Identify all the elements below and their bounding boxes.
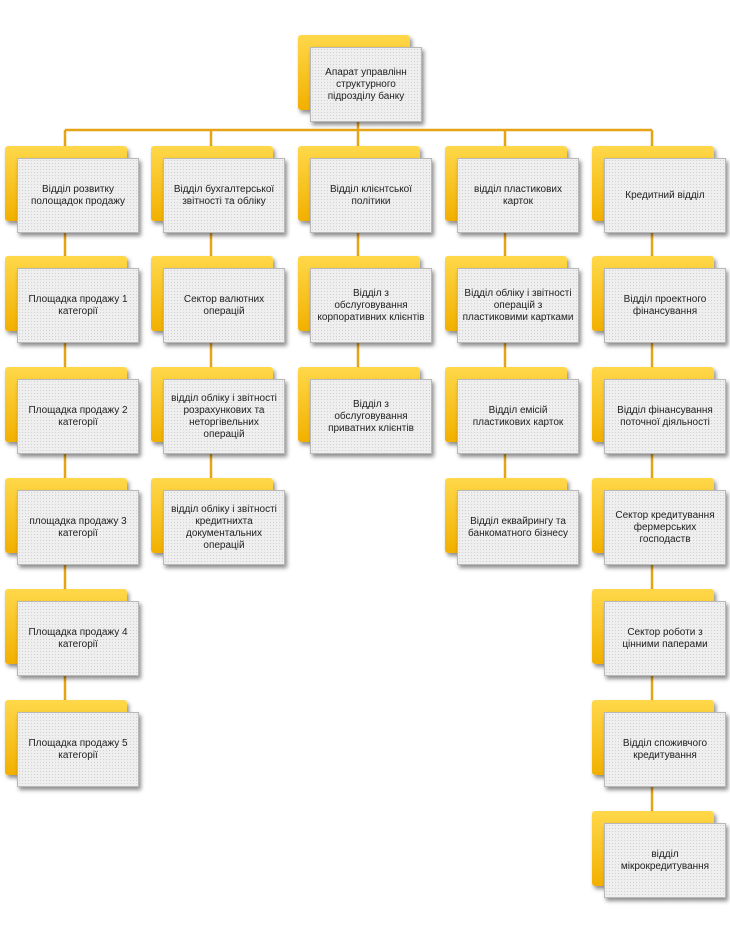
department-node: Відділ розвитку полощадок продажу <box>5 146 139 233</box>
unit-label: Площадка продажу 5 категорії <box>28 737 128 761</box>
unit-node: Відділ еквайрингу та банкоматного бізнес… <box>445 478 579 565</box>
unit-label: Площадка продажу 4 категорії <box>28 626 128 650</box>
unit-node: Сектор кредитування фермерських господас… <box>592 478 726 565</box>
unit-node: Площадка продажу 5 категорії <box>5 700 139 787</box>
unit-label: Відділ споживчого кредитування <box>622 737 708 761</box>
department-node: відділ пластикових карток <box>445 146 579 233</box>
unit-label: Площадка продажу 2 категорії <box>28 404 128 428</box>
unit-label: Відділ еквайрингу та банкоматного бізнес… <box>468 515 568 539</box>
department-node: Кредитний відділ <box>592 146 726 233</box>
unit-label: Сектор роботи з цінними паперами <box>622 626 708 650</box>
unit-node: Сектор валютних операцій <box>151 256 285 343</box>
department-label: відділ пластикових карток <box>474 183 562 207</box>
department-label: Відділ розвитку полощадок продажу <box>30 183 126 207</box>
unit-label: відділ обліку і звітності кредитнихта до… <box>171 503 277 551</box>
root-label: Апарат управлінн структурного підрозділу… <box>325 66 407 102</box>
unit-label: Відділ проектного фінансування <box>623 293 707 317</box>
unit-label: Сектор кредитування фермерських господас… <box>615 509 715 545</box>
department-label: Відділ клієнтської політики <box>329 183 413 207</box>
unit-node: Відділ фінансування поточної діяльності <box>592 367 726 454</box>
unit-label: Відділ емісій пластикових карток <box>472 404 564 428</box>
department-label: Кредитний відділ <box>625 189 705 201</box>
unit-node: Відділ з обслуговування приватних клієнт… <box>298 367 432 454</box>
department-label: Відділ бухгалтерської звітності та облік… <box>173 183 275 207</box>
unit-node: Площадка продажу 4 категорії <box>5 589 139 676</box>
unit-label: відділ мікрокредитування <box>620 848 710 872</box>
unit-label: Відділ фінансування поточної діяльності <box>617 404 713 428</box>
unit-label: Сектор валютних операцій <box>183 293 265 317</box>
unit-node: Відділ з обслуговування корпоративних кл… <box>298 256 432 343</box>
unit-label: Відділ з обслуговування корпоративних кл… <box>317 287 425 323</box>
unit-node: відділ обліку і звітності розрахункових … <box>151 367 285 454</box>
unit-label: Відділ з обслуговування приватних клієнт… <box>328 398 414 434</box>
unit-node: Площадка продажу 1 категорії <box>5 256 139 343</box>
unit-label: відділ обліку і звітності розрахункових … <box>171 392 277 440</box>
unit-node: Відділ споживчого кредитування <box>592 700 726 787</box>
unit-node: Відділ обліку і звітності операцій з пла… <box>445 256 579 343</box>
unit-node: відділ обліку і звітності кредитнихта до… <box>151 478 285 565</box>
unit-node: площадка продажу 3 категорії <box>5 478 139 565</box>
unit-node: Сектор роботи з цінними паперами <box>592 589 726 676</box>
department-node: Відділ бухгалтерської звітності та облік… <box>151 146 285 233</box>
unit-node: відділ мікрокредитування <box>592 811 726 898</box>
unit-node: Відділ емісій пластикових карток <box>445 367 579 454</box>
root-node: Апарат управлінн структурного підрозділу… <box>298 35 422 122</box>
unit-label: площадка продажу 3 категорії <box>29 515 127 539</box>
unit-label: Площадка продажу 1 категорії <box>28 293 128 317</box>
department-node: Відділ клієнтської політики <box>298 146 432 233</box>
unit-node: Відділ проектного фінансування <box>592 256 726 343</box>
unit-node: Площадка продажу 2 категорії <box>5 367 139 454</box>
unit-label: Відділ обліку і звітності операцій з пла… <box>462 287 574 323</box>
